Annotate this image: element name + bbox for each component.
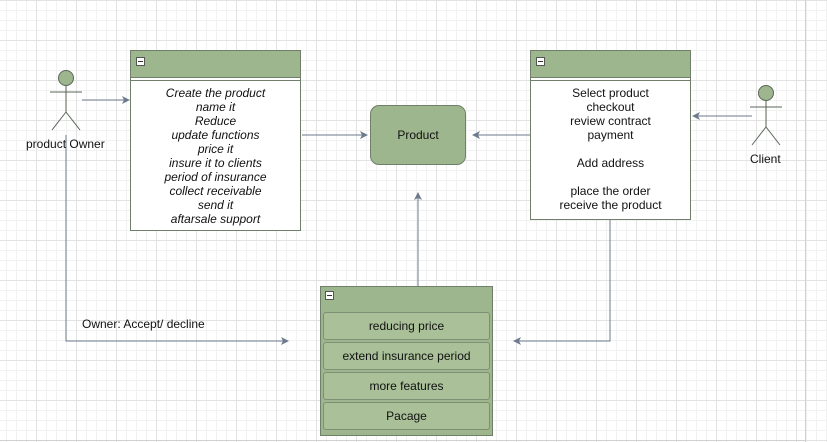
- collapse-icon[interactable]: [325, 291, 334, 300]
- edge-label-owner-accept: Owner: Accept/ decline: [82, 317, 205, 331]
- owner-actor-label: product Owner: [26, 137, 105, 151]
- client-step: review contract: [570, 114, 651, 128]
- client-step: receive the product: [559, 198, 662, 212]
- client-steps-box[interactable]: Select product checkout review contract …: [530, 50, 691, 220]
- client-step: Select product: [572, 86, 649, 100]
- collapse-icon[interactable]: [136, 57, 145, 66]
- owner-task: Create the product: [165, 86, 266, 100]
- client-step: [531, 170, 690, 184]
- owner-task: insure it to clients: [169, 156, 262, 170]
- owner-task: collect receivable: [169, 184, 262, 198]
- owner-tasks-list: Create the product name it Reduce update…: [131, 86, 300, 226]
- client-steps-header: [531, 51, 690, 81]
- scrollbar-right: [805, 0, 806, 442]
- features-container[interactable]: reducing price extend insurance period m…: [320, 286, 493, 436]
- owner-task: Reduce: [194, 114, 237, 128]
- owner-task: update functions: [171, 128, 260, 142]
- client-step: checkout: [586, 100, 635, 114]
- client-actor-label: Client: [750, 152, 781, 166]
- owner-task: send it: [197, 198, 234, 212]
- client-actor-icon: [750, 85, 782, 146]
- scrollbar-bottom: [0, 440, 805, 441]
- owner-task: aftarsale support: [170, 212, 261, 226]
- edge-clientbox-to-features: [513, 220, 611, 345]
- product-node[interactable]: Product: [370, 105, 466, 165]
- collapse-icon[interactable]: [536, 57, 545, 66]
- owner-tasks-box[interactable]: Create the product name it Reduce update…: [130, 50, 301, 231]
- feature-item[interactable]: extend insurance period: [323, 342, 490, 370]
- owner-task: name it: [195, 100, 236, 114]
- client-step: Add address: [576, 156, 645, 170]
- client-step: [531, 142, 690, 156]
- edge-owner-to-features: [65, 135, 289, 345]
- client-step: place the order: [570, 184, 651, 198]
- owner-task: period of insurance: [164, 170, 267, 184]
- owner-tasks-header: [131, 51, 300, 81]
- feature-item[interactable]: Pacage: [323, 402, 490, 430]
- owner-actor-icon: [50, 70, 82, 131]
- feature-item[interactable]: more features: [323, 372, 490, 400]
- client-steps-list: Select product checkout review contract …: [531, 86, 690, 212]
- client-step: payment: [587, 128, 634, 142]
- feature-item[interactable]: reducing price: [323, 312, 490, 340]
- owner-task: price it: [197, 142, 234, 156]
